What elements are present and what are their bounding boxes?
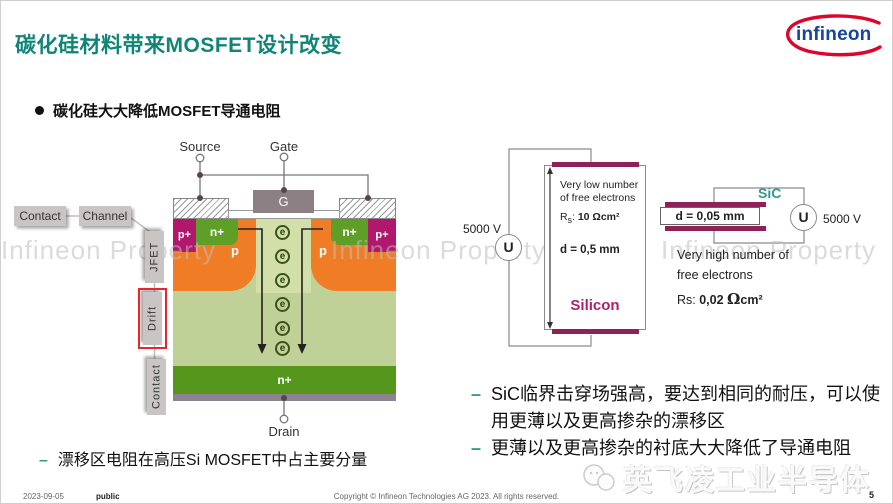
electron-icon: e [275,321,290,336]
p-label-left: p [231,243,239,258]
source-contact-right [339,198,396,219]
wechat-icon [583,464,615,491]
rs-prefix: Rs: [677,293,700,307]
electron-icon: e [275,297,290,312]
right-bullet-1-text: SiC临界击穿场强高，要达到相同的耐压，可以使用更薄以及更高掺杂的漂移区 [491,384,881,431]
p-label-right: p [319,243,327,258]
right-bullet-1: – SiC临界击穿场强高，要达到相同的耐压，可以使用更薄以及更高掺杂的漂移区 [471,381,885,435]
rs-symbol: R [560,211,568,223]
main-bullet: 碳化硅大大降低MOSFET导通电阻 [35,100,281,121]
silicon-sample-box: Very low number of free electrons Rs: 10… [544,165,646,330]
electron-icon: e [275,225,290,240]
logo-wordmark: infineon [796,24,872,45]
logo-swoosh-icon [785,14,882,57]
contact-tag: Contact [14,206,66,226]
bottom-left-bullet: – 漂移区电阻在高压Si MOSFET中占主要分量 [39,450,367,472]
main-bullet-text: 碳化硅大大降低MOSFET导通电阻 [53,103,281,120]
drift-highlight-box [138,288,167,349]
sic-note-line1: Very high number of [677,248,789,262]
footer-classification: public [96,492,120,501]
footer-copyright: Copyright © Infineon Technologies AG 202… [333,492,560,501]
dash-icon: – [471,384,482,404]
rs-value: 10 Ωcm² [577,211,620,223]
electron-icon: e [275,341,290,356]
footer-date: 2023-09-05 [23,492,64,501]
silicon-material-label: Silicon [570,297,620,314]
sic-material-label: SiC [758,185,782,201]
gate-label: Gate [269,139,299,154]
silicon-note: Very low number of free electrons Rs: 10… [560,179,638,257]
electron-icon: e [275,273,290,288]
silicon-electrode-bottom [552,329,639,334]
brand-watermark: 英飞凌工业半导体 [581,457,871,499]
sic-voltage-source: U [790,204,817,231]
silicon-note-line1: Very low number [560,179,639,191]
page-title: 碳化硅材料带来MOSFET设计改变 [15,34,342,57]
drain-label: Drain [268,424,300,439]
brand-watermark-text: 英飞凌工业半导体 [623,465,872,497]
silicon-note-line2: of free electrons [560,192,636,204]
rs-unit: cm² [740,293,763,307]
jfet-tag: JFET [145,231,164,283]
silicon-rs: Rs: 10 Ωcm² [560,211,638,227]
n-plus-left: n+ [196,219,238,245]
substrate-n-plus: n+ [173,366,396,394]
bullet-dot-icon [35,106,44,115]
p-plus-left: p+ [173,219,196,252]
watermark-text: Infineon Property [1,235,217,265]
drain-contact-strip [173,394,396,401]
source-label: Source [179,139,221,154]
dash-icon: – [39,452,48,469]
sic-voltage: 5000 V [823,212,862,226]
silicon-voltage: 5000 V [462,222,501,236]
contact-bottom-tag: Contact [147,359,166,415]
silicon-electrode-top [552,162,639,167]
right-bullet-list: – SiC临界击穿场强高，要达到相同的耐压，可以使用更薄以及更高掺杂的漂移区 –… [471,381,885,462]
omega-symbol: Ω [727,290,741,308]
gate-electrode: G [253,190,314,213]
page-number: 5 [868,490,874,500]
dash-icon: – [471,438,482,458]
silicon-thickness: d = 0,5 mm [560,244,620,257]
source-contact-left [173,198,229,219]
p-plus-right: p+ [368,219,396,252]
silicon-voltage-source: U [495,234,522,261]
bottom-left-bullet-text: 漂移区电阻在高压Si MOSFET中占主要分量 [57,452,368,469]
channel-tag: Channel [79,206,131,226]
sic-note-line2: free electrons [677,268,753,282]
sic-rs: Rs: 0,02 Ωcm² [677,290,763,308]
sic-electrode-bottom [665,226,766,231]
electron-icon: e [275,249,290,264]
rs-value: 0,02 [699,293,728,307]
infineon-logo: infineon [779,11,885,59]
n-plus-right: n+ [331,219,368,245]
right-bullet-2-text: 更薄以及更高掺杂的衬底大大降低了导通电阻 [491,438,852,458]
right-bullet-2: – 更薄以及更高掺杂的衬底大大降低了导通电阻 [471,435,885,462]
sic-sample-box: d = 0,05 mm [660,207,760,225]
